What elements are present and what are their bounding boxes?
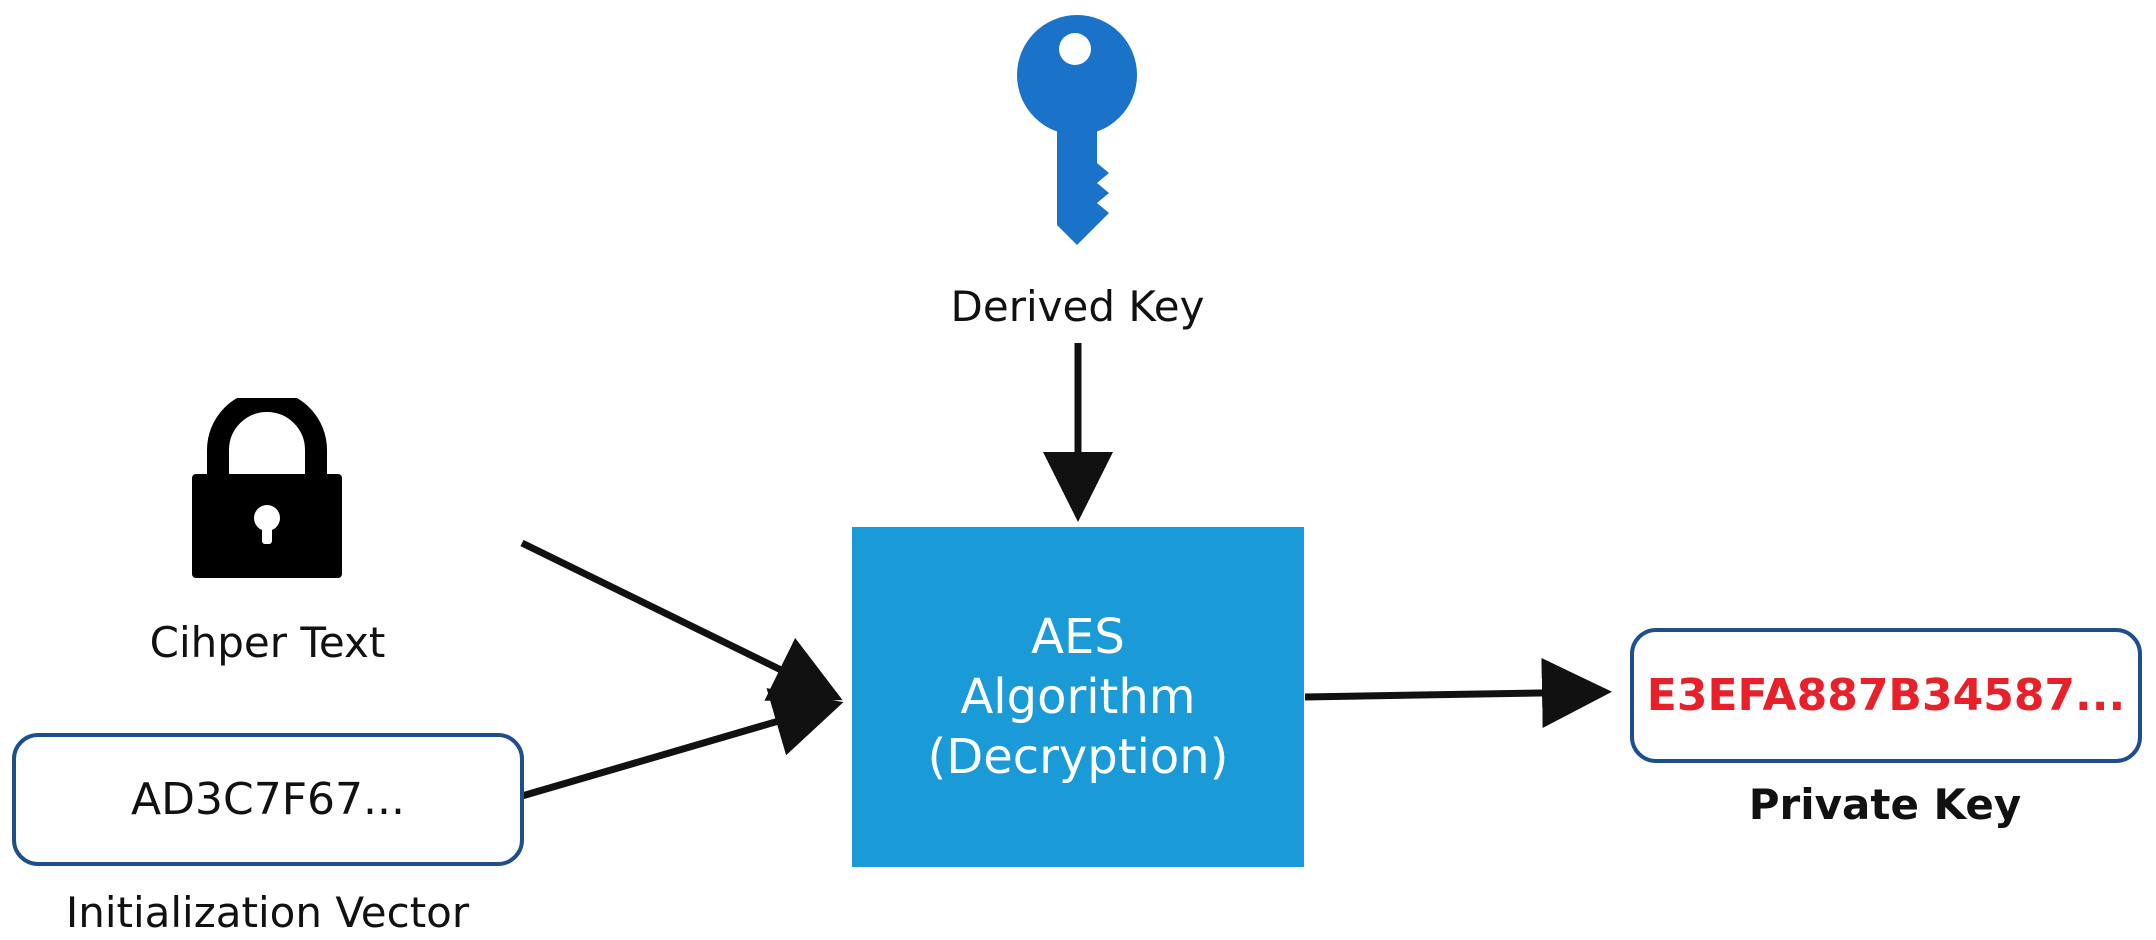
arrow-iv-to-aes: [521, 688, 844, 800]
aes-algorithm-box: AES Algorithm (Decryption): [852, 527, 1304, 867]
aes-subtitle: Algorithm: [960, 669, 1196, 725]
arrow-aes-to-private-key: [1304, 657, 1612, 728]
aes-mode: (Decryption): [927, 729, 1229, 785]
key-icon: [1005, 15, 1150, 260]
arrow-cipher-text-to-aes: [520, 539, 843, 701]
initialization-vector-value: AD3C7F67...: [131, 774, 405, 825]
padlock-icon: [188, 390, 346, 580]
cipher-text-label: Cihper Text: [149, 618, 386, 667]
initialization-vector-value-box: AD3C7F67...: [12, 733, 524, 866]
derived-key-label: Derived Key: [950, 282, 1205, 331]
aes-title: AES: [1031, 609, 1125, 665]
private-key-label: Private Key: [1748, 780, 2022, 829]
private-key-value-box: E3EFA887B34587...: [1630, 628, 2142, 763]
private-key-value: E3EFA887B34587...: [1646, 670, 2126, 721]
initialization-vector-label: Initialization Vector: [65, 888, 470, 937]
